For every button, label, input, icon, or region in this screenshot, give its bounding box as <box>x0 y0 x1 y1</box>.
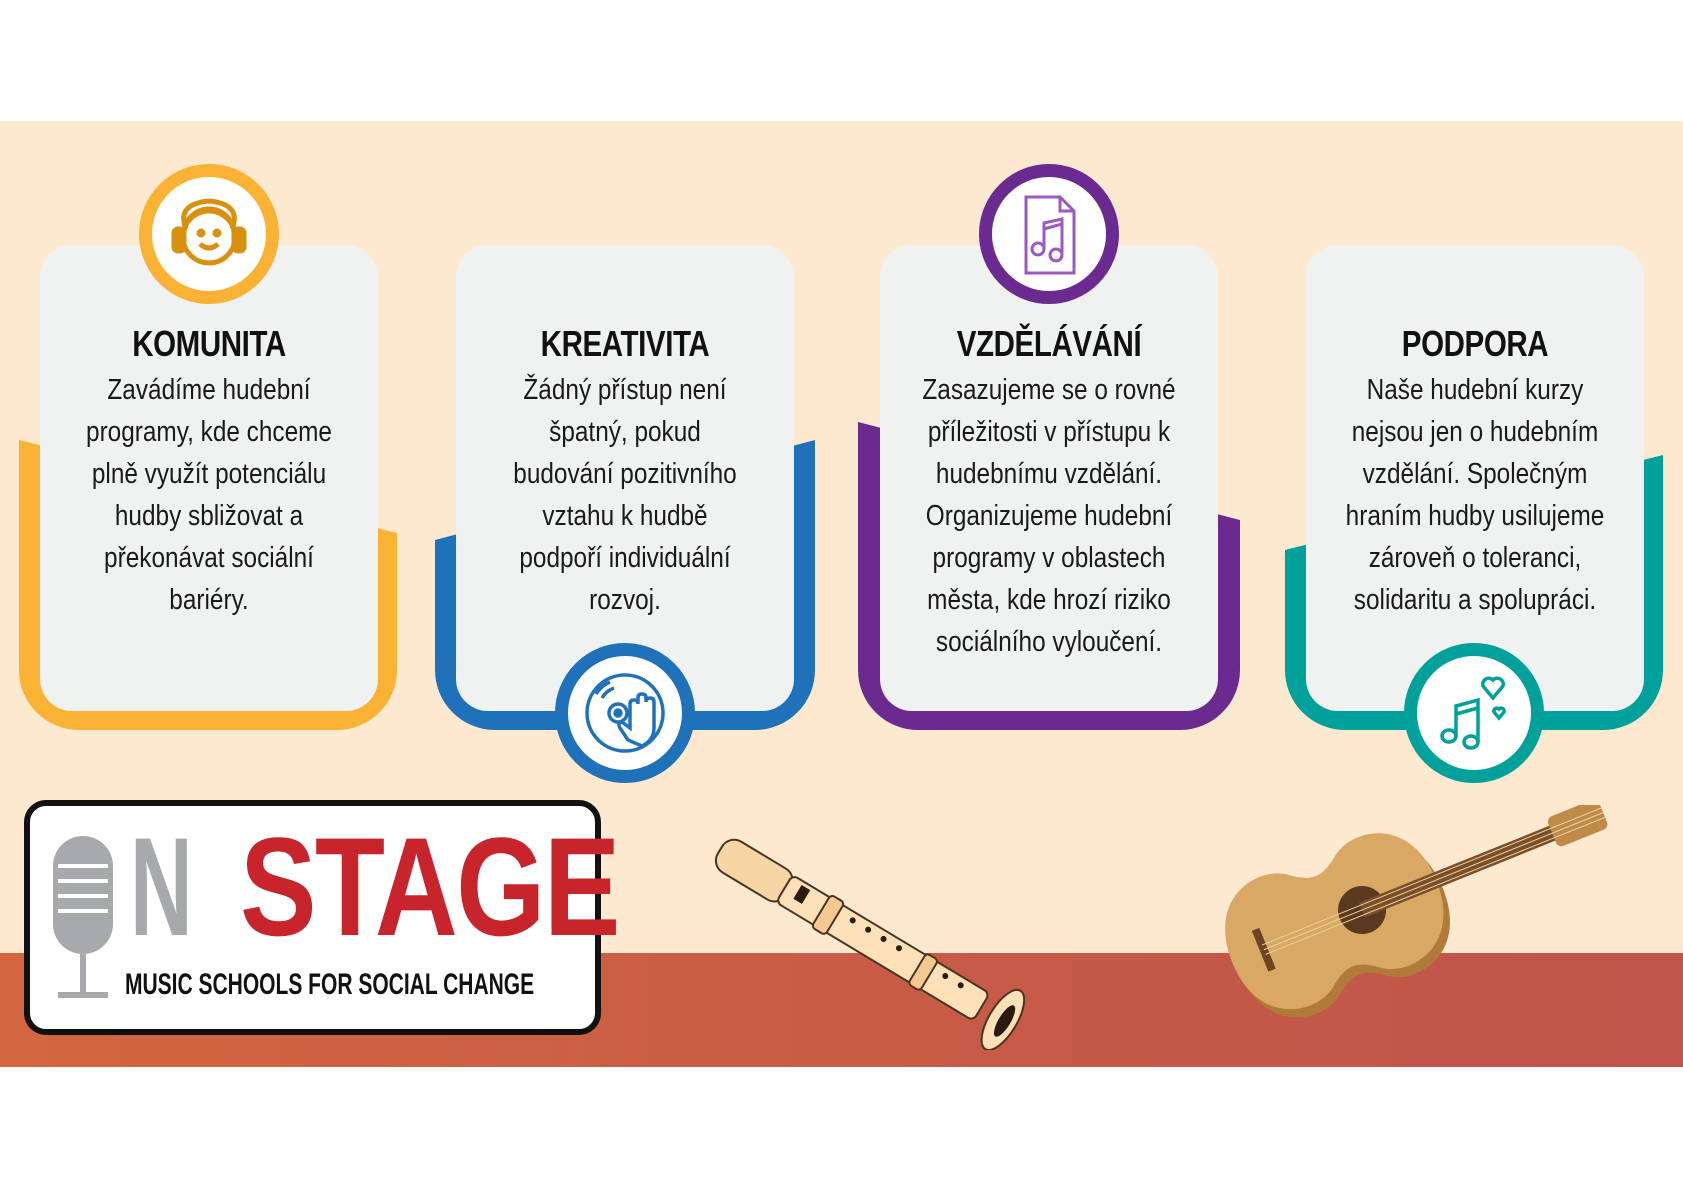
text-line: příležitosti v přístupu k <box>927 416 1171 448</box>
text-line: hudebnímu vzdělání. <box>935 458 1163 490</box>
text-line: překonávat sociální <box>104 542 314 574</box>
text-line: budování pozitivního <box>513 458 737 490</box>
microphone-icon <box>53 836 113 998</box>
text-line: Žádný přístup není <box>523 374 727 406</box>
text-line: zároveň o toleranci, <box>1368 542 1582 574</box>
logo-stage: STAGE <box>240 808 620 965</box>
text-line: plně využít potenciálu <box>91 458 327 490</box>
text-line: sociálního vyloučení. <box>935 626 1163 658</box>
logo-subtitle: MUSIC SCHOOLS FOR SOCIAL CHANGE <box>125 968 535 1001</box>
logo-n: N <box>130 808 193 965</box>
headphones-face-icon <box>139 164 279 304</box>
text-line: podpoří individuální <box>519 542 731 574</box>
card-title: KREATIVITA <box>540 323 710 364</box>
card-title: PODPORA <box>1401 323 1549 364</box>
text-line: města, kde hrozí riziko <box>927 584 1171 616</box>
text-line: hraním hudby usilujeme <box>1345 500 1605 532</box>
recorder-flute-image <box>714 838 1026 1050</box>
text-line: nejsou jen o hudebním <box>1351 416 1599 448</box>
text-line: vztahu k hudbě <box>542 500 708 532</box>
card-text: Žádný přístup není špatný, pokud budování … <box>436 369 814 621</box>
guitar-image <box>1225 805 1608 1018</box>
text-line: programy v oblastech <box>932 542 1166 574</box>
text-line: solidaritu a spolupráci. <box>1353 584 1597 616</box>
text-line: Organizujeme hudební <box>925 500 1173 532</box>
text-line: vzdělání. Společným <box>1362 458 1588 490</box>
card-komunita: KOMUNITA Zavádíme hudební programy, kde c… <box>40 245 378 711</box>
vinyl-hand-icon <box>555 643 695 783</box>
text-line: hudby sbližovat a <box>114 500 304 532</box>
text-line: špatný, pokud <box>549 416 701 448</box>
card-vzdelavani: VZDĚLÁVÁNÍ Zasazujeme se o rovné příležit… <box>880 245 1218 711</box>
music-file-icon <box>979 164 1119 304</box>
card-text: Zavádíme hudební programy, kde chceme plně… <box>20 369 398 621</box>
card-podpora: PODPORA Naše hudební kurzy nejsou jen o h… <box>1306 245 1644 711</box>
card-kreativita: KREATIVITA Žádný přístup není špatný, pok… <box>456 245 794 711</box>
card-text: Naše hudební kurzy nejsou jen o hudebním v… <box>1286 369 1664 621</box>
text-line: bariéry. <box>169 584 249 616</box>
card-title: VZDĚLÁVÁNÍ <box>956 323 1142 364</box>
text-line: Zasazujeme se o rovné <box>922 374 1176 406</box>
text-line: rozvoj. <box>589 584 661 616</box>
card-text: Zasazujeme se o rovné příležitosti v přís… <box>860 369 1238 663</box>
card-title: KOMUNITA <box>132 323 286 364</box>
on-stage-logo: N STAGE MUSIC SCHOOLS FOR SOCIAL CHANGE <box>24 800 620 1035</box>
text-line: Zavádíme hudební <box>107 374 311 406</box>
text-line: programy, kde chceme <box>86 416 332 448</box>
text-line: Naše hudební kurzy <box>1366 374 1584 406</box>
music-hearts-icon <box>1404 643 1544 783</box>
